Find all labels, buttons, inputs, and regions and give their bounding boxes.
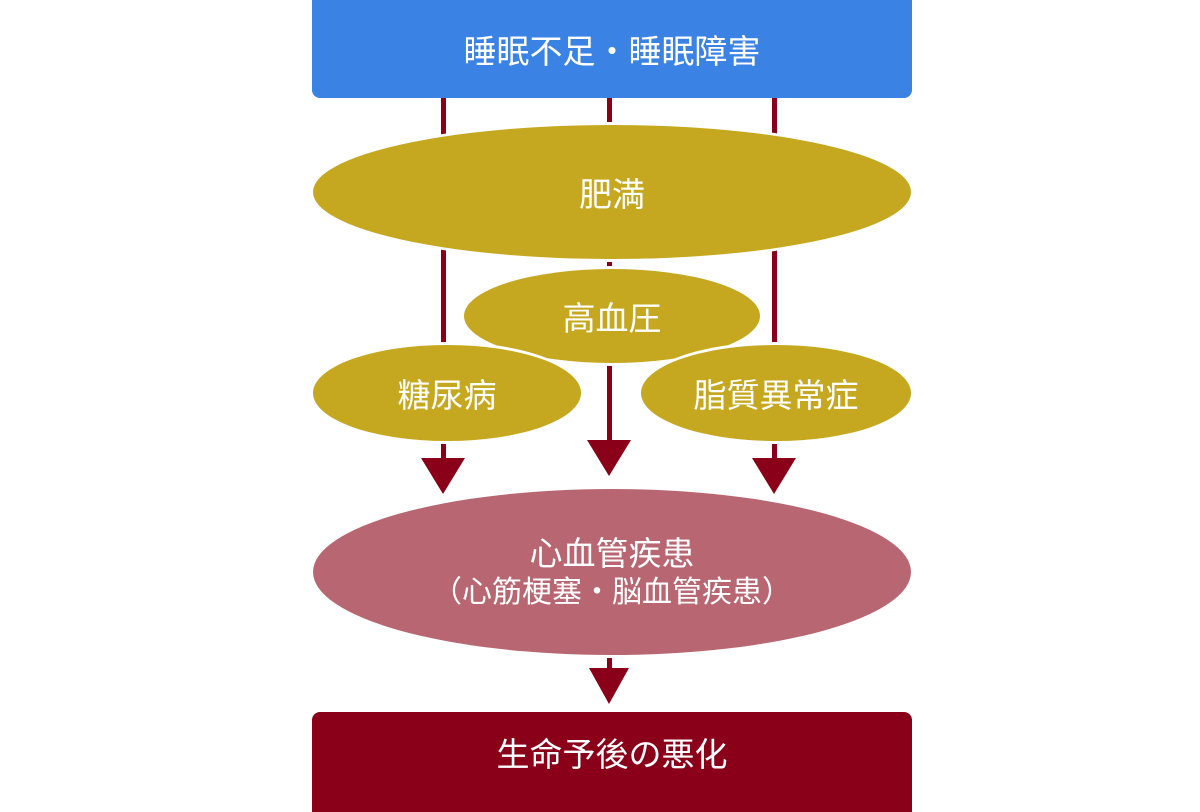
sleep-deprivation-box: 睡眠不足・睡眠障害 <box>312 0 912 98</box>
obesity-label: 肥満 <box>579 175 645 214</box>
diabetes-label: 糖尿病 <box>397 376 497 415</box>
sleep-deprivation-label: 睡眠不足・睡眠障害 <box>463 32 761 71</box>
dyslipidemia-label: 脂質異常症 <box>693 376 859 415</box>
arrow-line-bottom <box>607 658 612 670</box>
arrowhead-left <box>421 458 465 494</box>
cardiovascular-detail-label: （心筋梗塞・脳血管疾患） <box>432 574 792 610</box>
obesity-ellipse: 肥満 <box>310 122 914 262</box>
cardiovascular-label: 心血管疾患 <box>529 533 695 573</box>
arrow-line-right-lower <box>772 444 777 462</box>
cardiovascular-ellipse: 心血管疾患 （心筋梗塞・脳血管疾患） <box>310 486 914 658</box>
arrowhead-center <box>587 440 631 476</box>
arrowhead-bottom <box>589 668 629 704</box>
hypertension-label: 高血圧 <box>562 299 662 338</box>
prognosis-worsening-label: 生命予後の悪化 <box>496 735 728 774</box>
arrow-line-right <box>772 96 777 462</box>
arrowhead-right <box>752 458 796 494</box>
dyslipidemia-ellipse: 脂質異常症 <box>638 342 914 444</box>
arrow-line-left <box>441 96 446 462</box>
diabetes-ellipse: 糖尿病 <box>310 342 584 444</box>
arrow-line-center-lower <box>607 366 612 462</box>
prognosis-worsening-box: 生命予後の悪化 <box>312 712 912 812</box>
arrow-line-left-lower <box>441 444 446 462</box>
